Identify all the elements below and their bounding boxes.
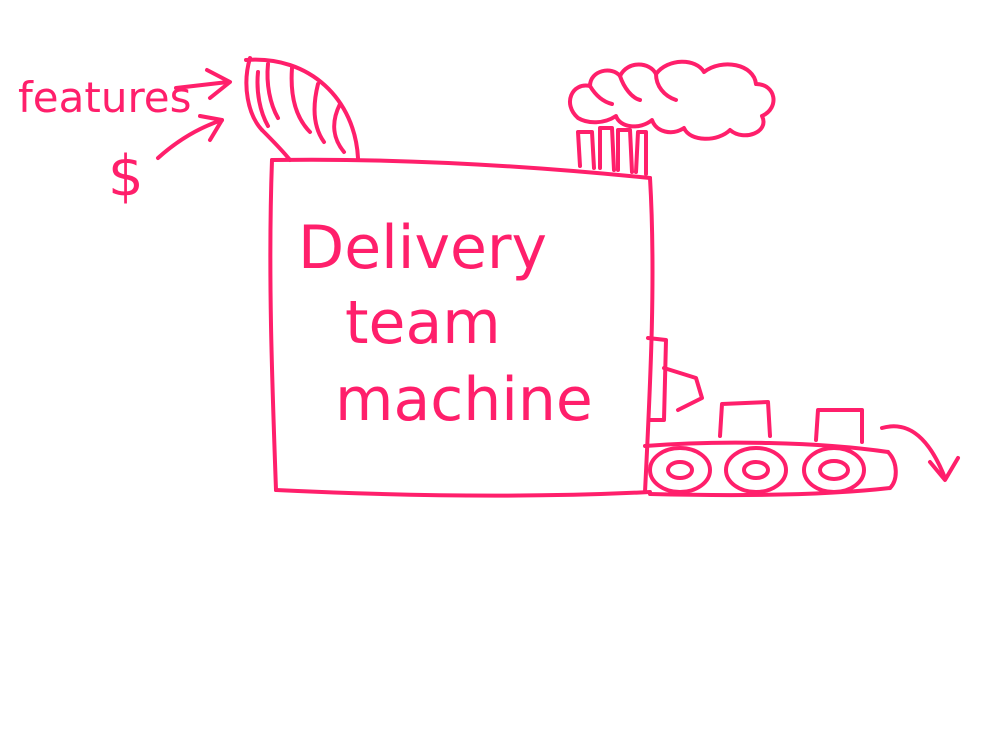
output-arrow	[880, 424, 960, 482]
money-label: $	[108, 144, 144, 209]
features-label: features	[18, 73, 192, 122]
machine-label-line-1: Delivery	[298, 213, 547, 283]
conveyor-belt-icon	[643, 440, 898, 498]
machine-body	[268, 157, 655, 498]
features-arrow	[174, 68, 232, 100]
money-arrow	[156, 114, 224, 160]
package-box-icon	[718, 400, 864, 444]
output-chute	[646, 336, 704, 422]
smoke-cloud-icon	[568, 59, 776, 141]
chimney-stacks-icon	[576, 126, 648, 176]
intake-funnel-icon	[244, 56, 360, 162]
machine-label: Delivery team machine	[298, 213, 593, 435]
machine-label-line-2: team	[345, 288, 501, 358]
machine-label-line-3: machine	[335, 365, 593, 435]
